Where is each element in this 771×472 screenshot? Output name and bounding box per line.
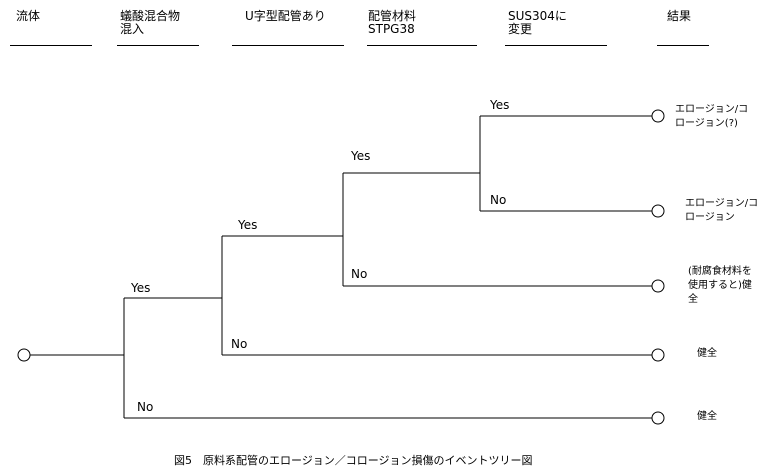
- header-sus304: SUS304に 変更: [508, 9, 567, 36]
- branch-label-yes: Yes: [131, 281, 151, 295]
- branch-label-yes: Yes: [238, 218, 258, 232]
- header-underline: [505, 45, 607, 46]
- branch-label-no: No: [231, 337, 248, 351]
- result-text: エロージョン/コ ロージョン(?): [675, 104, 749, 129]
- result-text: 健全: [697, 411, 717, 422]
- header-u-pipe: U字型配管あり: [245, 9, 326, 23]
- end-node: [651, 279, 665, 293]
- end-node: [651, 109, 665, 123]
- header-fluid: 流体: [16, 9, 41, 23]
- result-text: (耐腐食材料を 使用すると)健 全: [688, 266, 752, 305]
- start-node: [17, 348, 31, 362]
- branch-label-no: No: [351, 267, 368, 281]
- header-underline: [10, 45, 92, 46]
- header-underline: [117, 45, 199, 46]
- result-text: 健全: [697, 348, 717, 359]
- end-node: [651, 204, 665, 218]
- header-result: 結果: [667, 9, 692, 23]
- branch-label-no: No: [137, 400, 154, 414]
- header-pipe-material: 配管材料 STPG38: [368, 9, 417, 36]
- header-underline: [232, 45, 344, 46]
- header-underline: [367, 45, 477, 46]
- branch-label-no: No: [490, 193, 507, 207]
- branch-label-yes: Yes: [490, 98, 510, 112]
- header-underline: [657, 45, 709, 46]
- figure-caption: 図5 原料系配管のエロージョン／コロージョン損傷のイベントツリー図: [174, 454, 533, 467]
- end-node: [651, 348, 665, 362]
- header-formic-acid: 蟻酸混合物 混入: [120, 9, 181, 36]
- branch-label-yes: Yes: [351, 149, 371, 163]
- result-text: エロージョン/コ ロージョン: [685, 198, 759, 223]
- end-node: [651, 411, 665, 425]
